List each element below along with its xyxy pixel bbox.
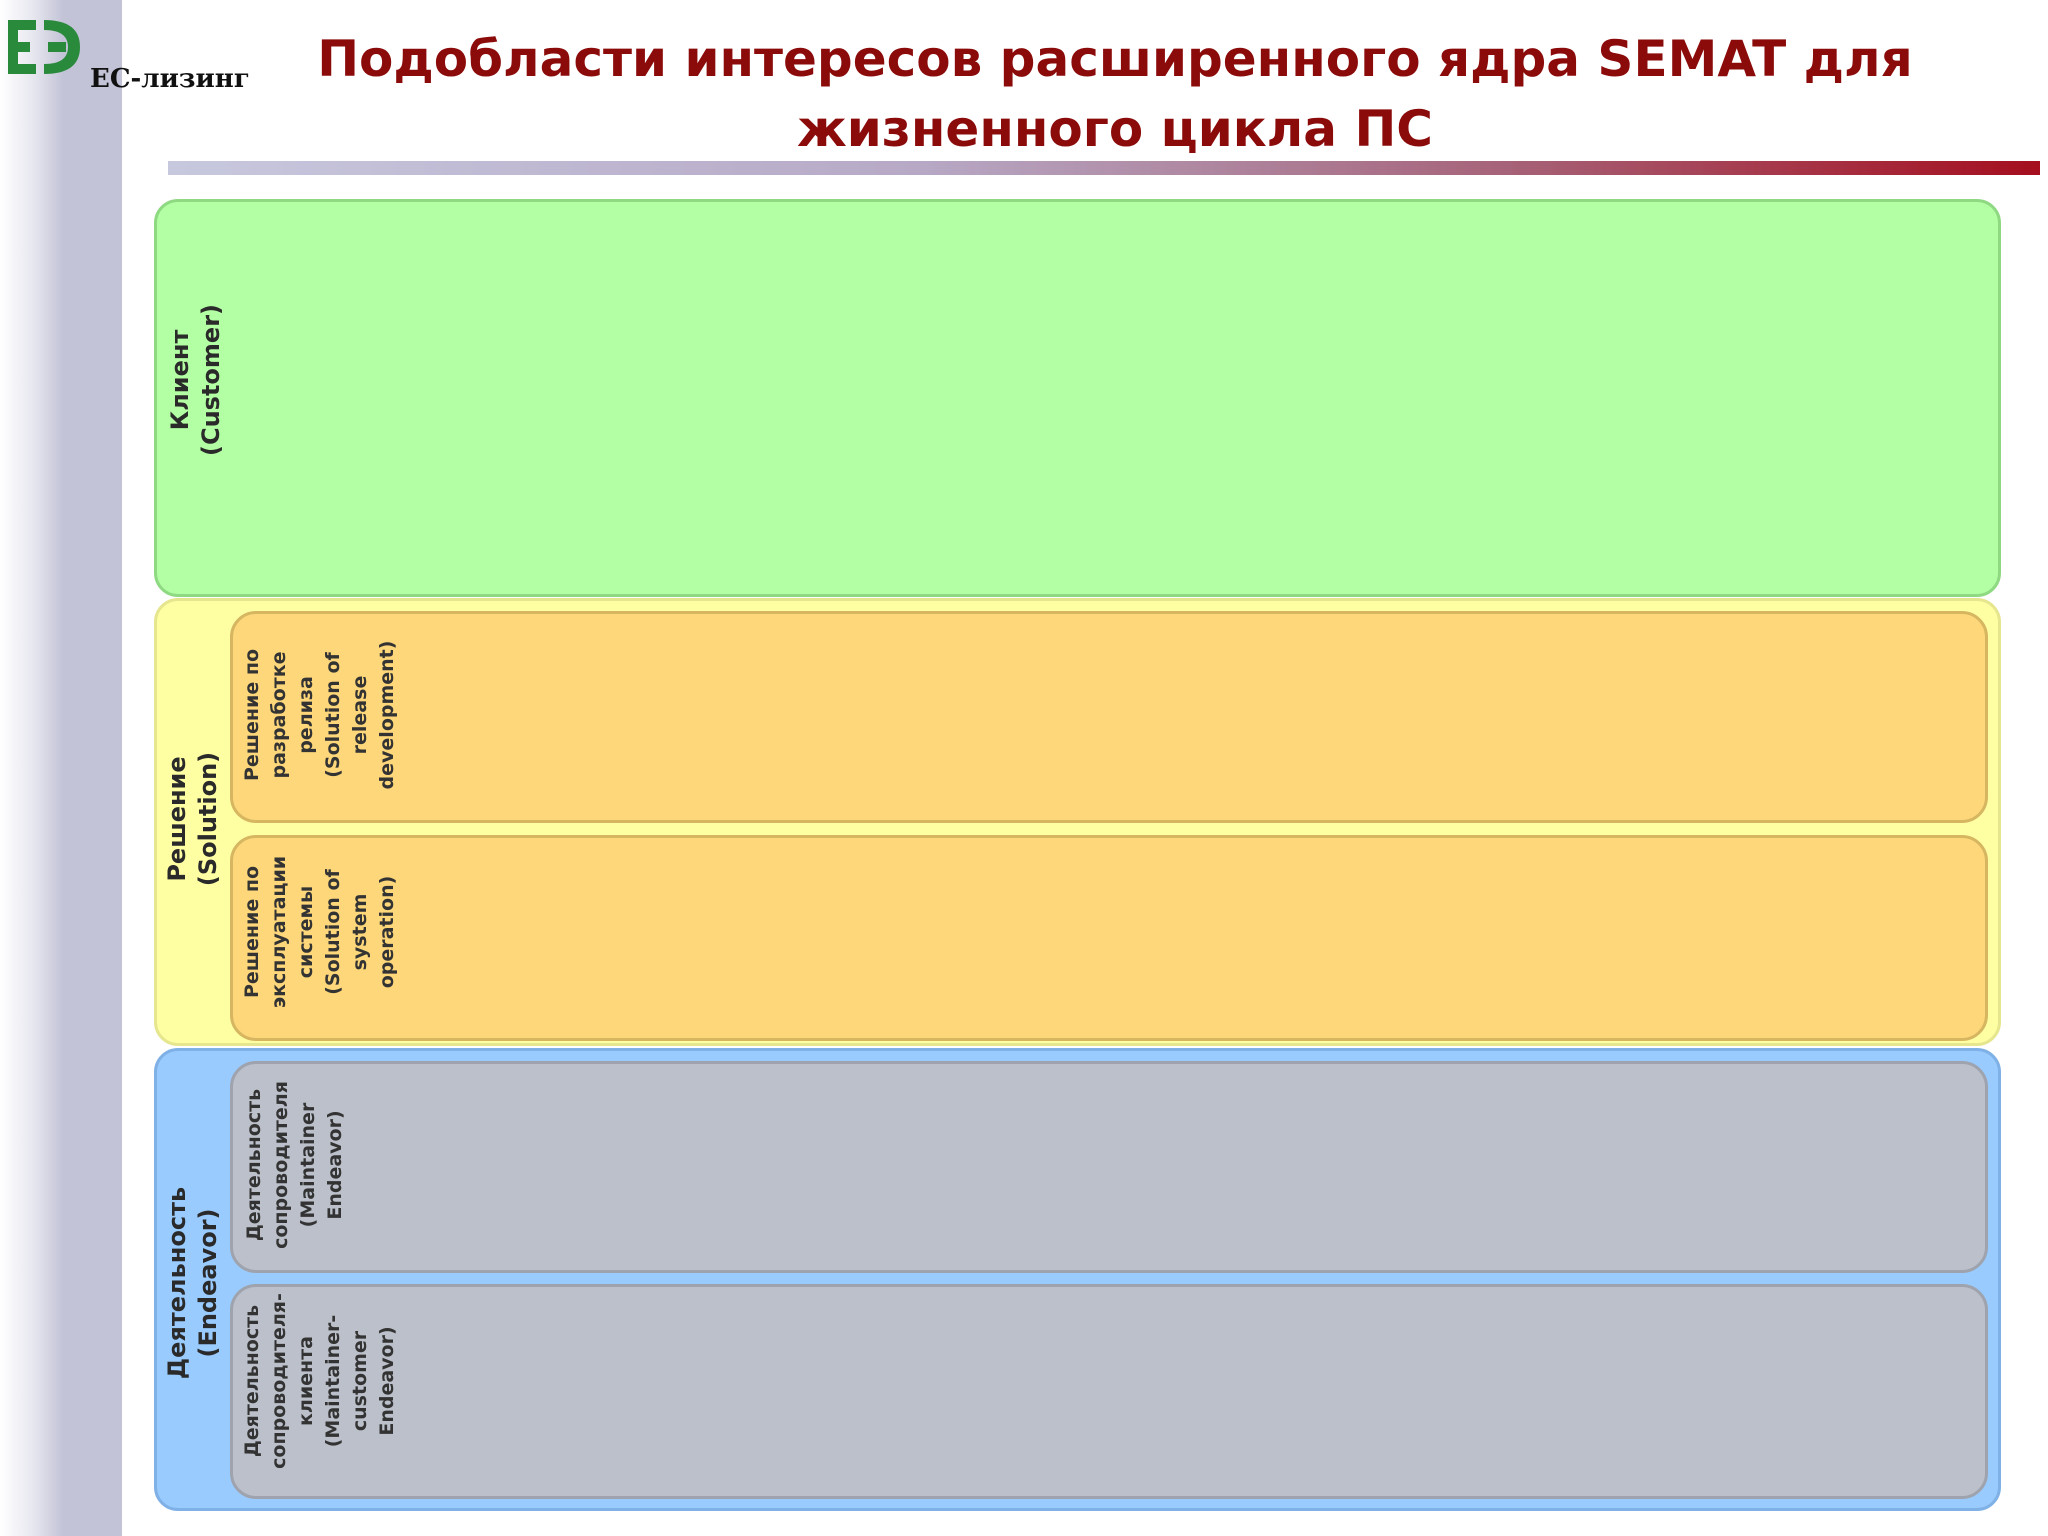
label-line: Решение по — [241, 649, 263, 781]
label-line: operation) — [376, 875, 398, 989]
maintainer-customer-endeavor-subarea — [230, 1284, 1988, 1499]
label-line: Деятельность — [243, 1088, 265, 1242]
label-line: разработке — [268, 651, 290, 779]
customer-area-label: Клиент (Customer) — [165, 304, 227, 456]
label-line: Решение — [163, 756, 191, 882]
label-line: system — [349, 893, 371, 971]
label-line: системы — [295, 885, 317, 979]
label-line: сопроводителя — [270, 1081, 292, 1249]
maintainer-endeavor-subarea — [230, 1061, 1988, 1273]
maintainer-endeavor-label: Деятельность сопроводителя (Maintainer E… — [241, 1081, 349, 1249]
label-line: Клиент — [166, 329, 194, 431]
label-line: клиента — [295, 1336, 317, 1426]
label-line: (Maintainer — [297, 1102, 319, 1228]
label-line: Деятельность — [163, 1186, 191, 1380]
label-line: (Solution) — [194, 751, 222, 887]
maintainer-customer-endeavor-label: Деятельность сопроводителя- клиента (Mai… — [239, 1293, 401, 1469]
label-line: эксплуатации — [268, 855, 290, 1009]
solution-area-label: Решение (Solution) — [162, 752, 224, 886]
label-line: release — [349, 675, 371, 755]
logo-mark-icon — [8, 20, 80, 74]
label-line: (Customer) — [197, 303, 225, 457]
solution-system-operation-subarea — [230, 835, 1988, 1041]
endeavor-area-label: Деятельность (Endeavor) — [162, 1187, 224, 1379]
label-line: development) — [376, 640, 398, 790]
label-line: (Solution of — [322, 869, 344, 995]
page-title: Подобласти интересов расширенного ядра S… — [317, 30, 1913, 158]
label-line: (Solution of — [322, 652, 344, 778]
company-logo: ЕС-лизинг — [4, 12, 289, 94]
label-line: релиза — [295, 676, 317, 754]
logo-text: ЕС-лизинг — [90, 64, 250, 94]
label-line: Деятельность — [241, 1304, 263, 1458]
customer-area — [154, 199, 2001, 597]
label-line: customer — [349, 1330, 371, 1432]
solution-release-development-label: Решение по разработке релиза (Solution o… — [239, 641, 401, 790]
label-line: Endeavor) — [376, 1326, 398, 1436]
solution-release-development-subarea — [230, 611, 1988, 823]
left-decorative-bar — [0, 0, 122, 1536]
solution-system-operation-label: Решение по эксплуатации системы (Solutio… — [239, 856, 401, 1008]
label-line: (Maintainer- — [322, 1314, 344, 1448]
label-line: (Endeavor) — [194, 1208, 222, 1358]
label-line: Endeavor) — [324, 1110, 346, 1220]
title-underline — [168, 161, 2040, 175]
label-line: Решение по — [241, 866, 263, 998]
label-line: сопроводителя- — [268, 1293, 290, 1469]
